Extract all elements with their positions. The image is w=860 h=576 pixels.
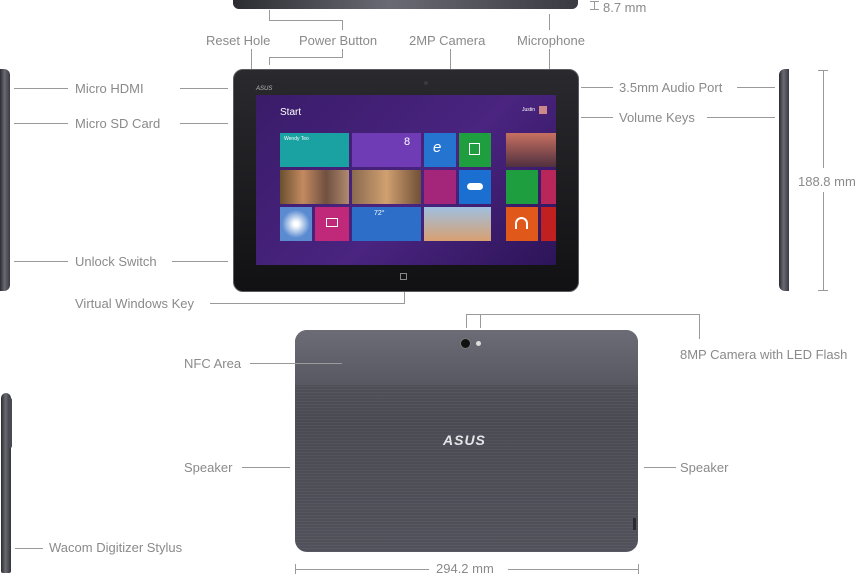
power-button-leader-c <box>342 20 343 30</box>
camera-2mp-leader <box>450 49 451 69</box>
message-icon <box>326 218 338 227</box>
speaker-left-label: Speaker <box>184 460 233 475</box>
camera-2mp-label: 2MP Camera <box>409 33 486 48</box>
camera-8mp-label: 8MP Camera with LED Flash <box>680 347 848 362</box>
audio-port-leader-l <box>581 87 613 88</box>
height-tick-bottom <box>818 290 828 291</box>
volume-keys-leader-l <box>581 117 613 118</box>
unlock-switch-leader-l <box>14 261 68 262</box>
width-tick-right <box>638 564 639 574</box>
camera-8mp-leader-v3 <box>699 314 700 339</box>
micro-sd-leader-l <box>14 123 68 124</box>
tile-ie[interactable]: e <box>424 133 456 167</box>
front-brand-logo: ASUS <box>256 86 273 92</box>
windows-key-leader-v <box>404 292 405 304</box>
tile-xbox[interactable] <box>506 170 538 204</box>
tile-photos-left[interactable] <box>280 170 349 204</box>
micro-sd-leader-r <box>180 123 228 124</box>
speaker-left-leader <box>242 467 290 468</box>
tablet-front-view: ASUS Start Justin Wendy Teo 8 e 72° <box>233 69 579 292</box>
power-button-leader-e <box>269 57 343 58</box>
volume-keys-label: Volume Keys <box>619 110 695 125</box>
height-line-lower <box>823 192 824 290</box>
back-brand-logo: ASUS <box>443 432 486 448</box>
user-name: Justin <box>522 107 536 113</box>
camera-8mp-leader-v1 <box>466 314 467 328</box>
power-button-leader-f <box>269 57 270 65</box>
power-button-leader-b <box>269 20 342 21</box>
tile-news[interactable] <box>424 170 456 204</box>
speaker-right-leader <box>644 467 676 468</box>
unlock-switch-label: Unlock Switch <box>75 254 157 269</box>
windows-key-icon[interactable] <box>400 273 407 280</box>
tile-store[interactable] <box>459 133 491 167</box>
tile-games[interactable] <box>541 207 556 241</box>
height-line-upper <box>823 70 824 168</box>
tablet-left-edge <box>0 69 10 291</box>
nfc-area-label: NFC Area <box>184 356 242 371</box>
width-line-left <box>295 569 429 570</box>
stylus <box>1 393 11 573</box>
camera-8mp-leader-h <box>466 314 699 315</box>
tile-desktop[interactable] <box>506 133 556 167</box>
reset-hole-leader <box>251 49 252 69</box>
tile-music[interactable] <box>506 207 538 241</box>
ie-icon: e <box>433 139 442 156</box>
width-line-right <box>508 569 638 570</box>
micro-hdmi-leader-r <box>180 88 228 89</box>
micro-hdmi-label: Micro HDMI <box>75 81 144 96</box>
tile-calendar-number: 8 <box>404 136 411 148</box>
tile-people[interactable]: Wendy Teo <box>280 133 349 167</box>
led-flash <box>476 341 481 346</box>
thickness-tick-vert <box>594 1 595 10</box>
stylus-label: Wacom Digitizer Stylus <box>49 540 183 555</box>
tile-people-text: Wendy Teo <box>284 136 309 142</box>
audio-port-label: 3.5mm Audio Port <box>619 80 723 95</box>
stylus-clip <box>8 398 12 448</box>
rear-camera-lens <box>460 338 471 349</box>
tile-photos-mid[interactable] <box>352 170 421 204</box>
unlock-switch-leader-r <box>172 261 228 262</box>
front-camera-dot <box>424 81 428 85</box>
tablet-back-view: ASUS <box>295 330 638 552</box>
power-button-leader-a <box>269 10 270 20</box>
micro-sd-label: Micro SD Card <box>75 116 161 131</box>
volume-keys-leader-r <box>707 117 775 118</box>
tablet-top-edge <box>233 0 578 9</box>
stylus-leader <box>15 548 43 549</box>
start-screen: Start Justin Wendy Teo 8 e 72° <box>256 95 556 265</box>
reset-hole-label: Reset Hole <box>206 33 271 48</box>
tile-messaging[interactable] <box>315 207 349 241</box>
tile-weather-photo[interactable] <box>280 207 312 241</box>
width-label: 294.2 mm <box>436 561 494 576</box>
audio-port-leader-r <box>737 87 775 88</box>
microphone-leader-top <box>549 14 550 30</box>
cloud-icon <box>467 183 483 190</box>
virtual-windows-key-label: Virtual Windows Key <box>75 296 194 311</box>
tablet-right-edge <box>779 69 789 291</box>
thickness-label: 8.7 mm <box>603 0 647 15</box>
headphones-icon <box>515 217 528 229</box>
nfc-area-leader <box>250 363 342 364</box>
height-label: 188.8 mm <box>798 174 856 189</box>
tile-travel[interactable] <box>424 207 491 241</box>
power-button-leader-d <box>342 49 343 57</box>
tile-skydrive[interactable] <box>459 170 491 204</box>
tile-weather[interactable]: 72° <box>352 207 421 241</box>
microphone-leader <box>549 49 550 69</box>
tile-mail[interactable]: 8 <box>352 133 421 167</box>
windows-key-leader-h <box>210 303 405 304</box>
tile-video[interactable] <box>541 170 556 204</box>
speaker-right-label: Speaker <box>680 460 729 475</box>
micro-hdmi-leader-l <box>14 88 68 89</box>
user-avatar <box>539 106 547 114</box>
back-right-port <box>633 518 636 530</box>
store-icon <box>469 143 480 155</box>
camera-8mp-leader-v2 <box>480 314 481 328</box>
tile-weather-temp: 72° <box>374 210 385 217</box>
power-button-label: Power Button <box>299 33 378 48</box>
start-title: Start <box>280 107 302 118</box>
microphone-label: Microphone <box>517 33 585 48</box>
